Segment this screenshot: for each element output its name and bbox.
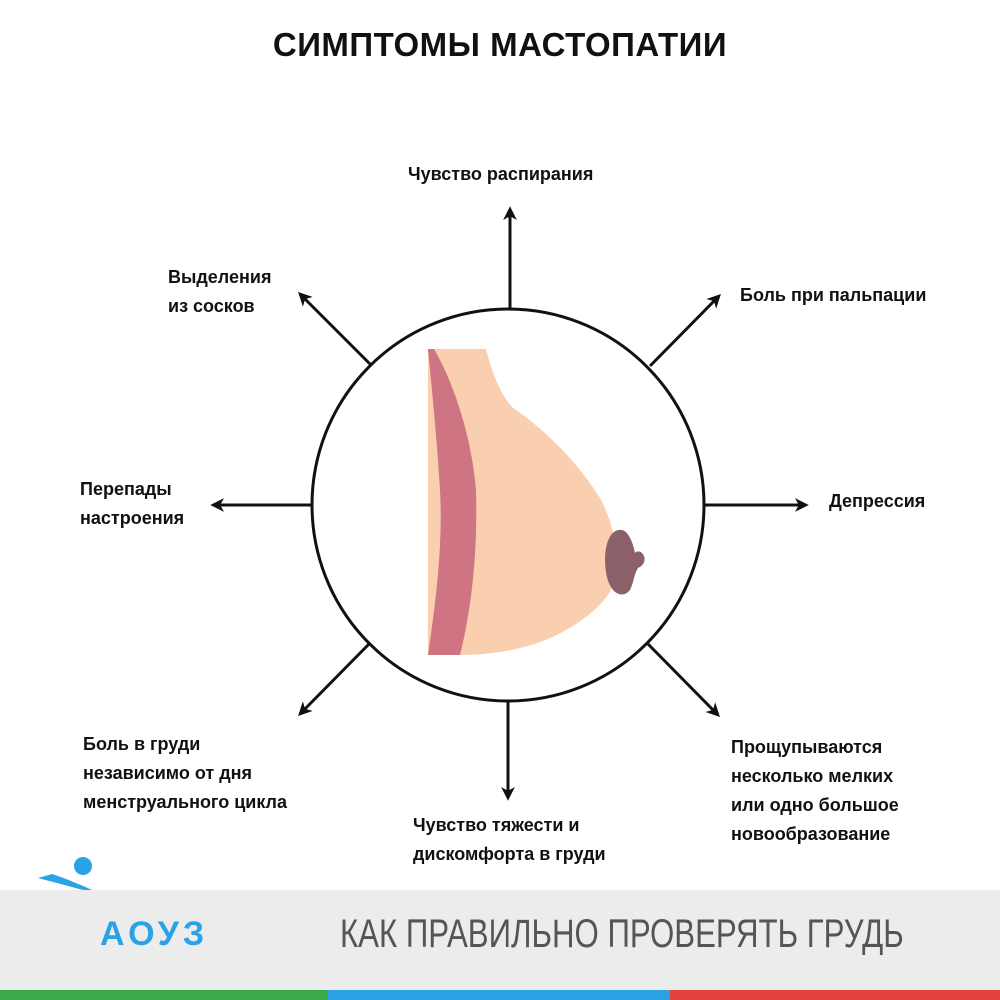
arrow-top-right bbox=[648, 294, 721, 368]
stripe-red bbox=[670, 990, 1000, 1000]
arrow-bottom-left bbox=[298, 642, 371, 716]
label-left: Перепады настроения bbox=[80, 479, 185, 528]
label-top-right: Боль при пальпации bbox=[740, 285, 927, 305]
arrow-bottom-right bbox=[646, 642, 720, 717]
footer-slogan: КАК ПРАВИЛЬНО ПРОВЕРЯТЬ ГРУДЬ bbox=[340, 912, 904, 956]
breast-illustration bbox=[428, 349, 645, 655]
breast-skin bbox=[428, 349, 617, 655]
breast-edge-shadow bbox=[428, 349, 477, 655]
logo-head bbox=[74, 857, 92, 875]
brand-name: АОУЗ bbox=[100, 915, 209, 953]
label-bottom-left: Боль в груди независимо от дня менструал… bbox=[83, 734, 287, 812]
page-title: СИМПТОМЫ МАСТОПАТИИ bbox=[272, 26, 728, 63]
label-top: Чувство распирания bbox=[408, 164, 594, 184]
nipple bbox=[605, 529, 645, 595]
arrows bbox=[210, 206, 809, 801]
label-right: Депрессия bbox=[829, 491, 926, 511]
stripe-green bbox=[0, 990, 328, 1000]
footer-banner bbox=[0, 890, 1000, 990]
label-bottom: Чувство тяжести и дискомфорта в груди bbox=[413, 815, 606, 864]
stripe-blue bbox=[328, 990, 670, 1000]
label-top-left: Выделения из сосков bbox=[168, 267, 272, 316]
label-bottom-right: Прощупываются несколько мелких или одно … bbox=[731, 737, 899, 844]
arrow-top-left bbox=[298, 292, 372, 366]
